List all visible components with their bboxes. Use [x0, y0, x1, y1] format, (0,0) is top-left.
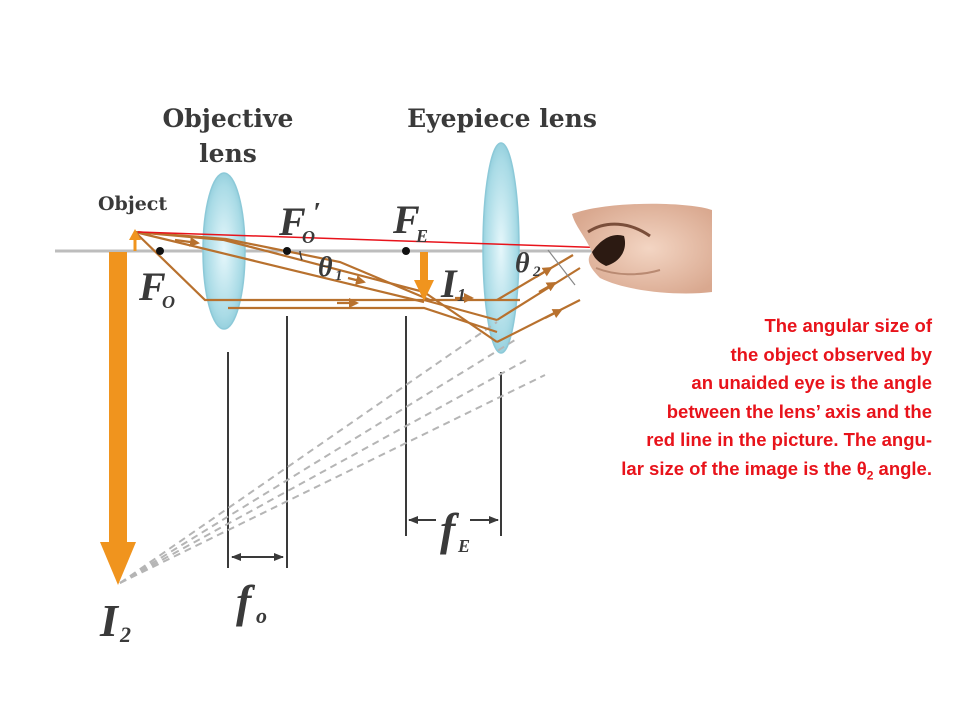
- f-e-label: f E: [440, 504, 470, 556]
- fo-label: F O: [138, 264, 175, 312]
- caption-line-4: between the lens’ axis and the: [666, 400, 932, 422]
- svg-text:2: 2: [119, 622, 131, 647]
- i1-label: I 1: [440, 261, 466, 306]
- svg-text:F: F: [278, 199, 306, 244]
- image-i1-head: [414, 280, 434, 301]
- svg-text:F: F: [138, 264, 166, 309]
- caption-line-2: the object observed by: [730, 343, 933, 365]
- light-rays: [134, 230, 581, 343]
- caption-line-5: red line in the picture. The angu-: [646, 429, 932, 451]
- theta2-arc: [547, 249, 576, 286]
- theta2-label: θ 2: [515, 248, 541, 280]
- eye-illustration: [572, 203, 712, 294]
- svg-text:f: f: [236, 576, 256, 627]
- svg-text:I: I: [99, 595, 120, 646]
- caption-line-6: lar size of the image is the θ2 angle.: [492, 455, 932, 484]
- f-o-label: f o: [236, 576, 267, 628]
- svg-text:θ: θ: [318, 252, 333, 283]
- eyepiece-lens-title: Eyepiece lens: [407, 104, 597, 133]
- svg-text:2: 2: [532, 264, 541, 280]
- caption-line-6-pre: lar size of the image is the θ: [621, 457, 867, 479]
- objective-lens: [202, 172, 246, 330]
- svg-text:θ: θ: [515, 248, 530, 279]
- objective-lens-title-line2: lens: [199, 139, 257, 168]
- objective-lens-title: Objective: [163, 104, 294, 133]
- svg-text:E: E: [415, 226, 428, 246]
- svg-text:1: 1: [335, 268, 343, 284]
- virtual-rays: [119, 321, 546, 584]
- fo-prime-label: F O ′: [278, 198, 321, 247]
- image-i1-shaft: [420, 252, 428, 282]
- red-reference-line: [137, 231, 613, 249]
- focal-point-fo-prime: [283, 247, 291, 255]
- svg-text:O: O: [302, 227, 315, 247]
- svg-text:I: I: [440, 261, 458, 306]
- caption-line-1: The angular size of: [764, 315, 932, 336]
- caption-line-6-post: angle.: [873, 457, 932, 479]
- focal-point-fo: [156, 247, 164, 255]
- caption-line-3: an unaided eye is the angle: [691, 372, 932, 394]
- svg-text:F: F: [392, 197, 420, 242]
- caption-line-6-sub: 2: [866, 468, 874, 483]
- svg-text:o: o: [256, 603, 267, 628]
- theta1-label: θ 1: [318, 252, 343, 284]
- image-i2-shaft: [109, 252, 127, 544]
- object-arrow-head: [129, 229, 141, 240]
- focal-point-fe: [402, 247, 410, 255]
- caption: The angular size of the object observed …: [492, 312, 932, 484]
- svg-text:1: 1: [457, 285, 466, 305]
- i2-label: I 2: [99, 595, 131, 647]
- fe-label: F E: [392, 197, 428, 246]
- svg-text:O: O: [162, 292, 175, 312]
- svg-text:f: f: [440, 504, 460, 555]
- image-i2-head: [100, 542, 136, 585]
- svg-text:E: E: [457, 536, 470, 556]
- object-label: Object: [98, 193, 167, 215]
- theta1-arc: [299, 250, 303, 261]
- svg-text:′: ′: [313, 198, 321, 229]
